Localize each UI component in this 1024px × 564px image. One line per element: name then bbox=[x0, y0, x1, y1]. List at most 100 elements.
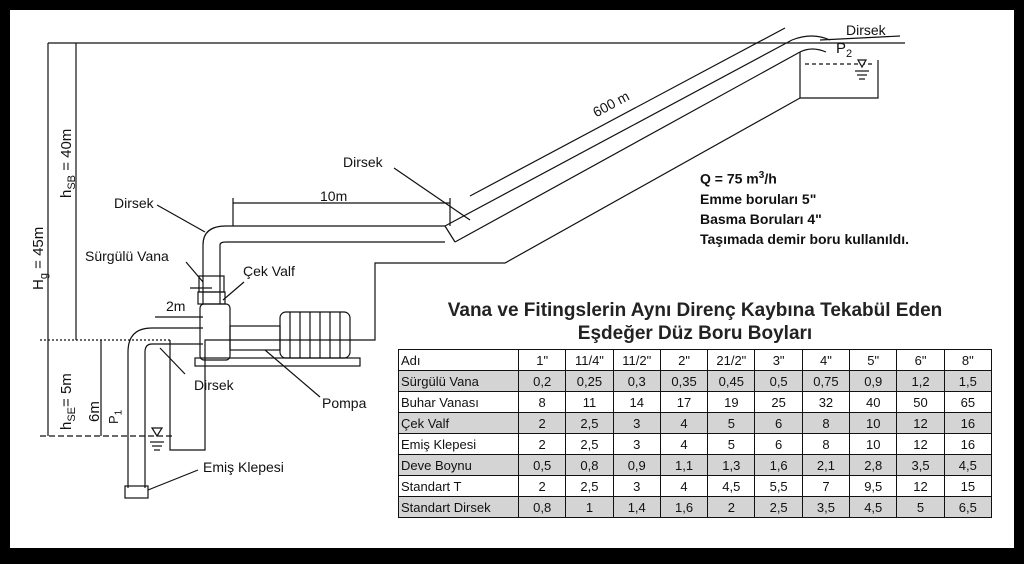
table-cell-name: Emiş Klepesi bbox=[398, 433, 519, 455]
pump-shaft bbox=[229, 325, 281, 351]
table-header-size: 11/2" bbox=[612, 349, 661, 371]
table-cell-value: 0,9 bbox=[612, 454, 661, 476]
table-cell-value: 3 bbox=[612, 412, 661, 434]
table-cell-value: 2,8 bbox=[849, 454, 898, 476]
pump-base bbox=[194, 357, 361, 367]
label-dirsek-left: Dirsek bbox=[114, 195, 154, 211]
label-p1: P1 bbox=[106, 409, 125, 424]
label-6m: 6m bbox=[86, 401, 103, 422]
upper-reservoir bbox=[799, 52, 879, 99]
table-cell-value: 1 bbox=[565, 496, 614, 518]
table-header-size: 4" bbox=[801, 349, 851, 371]
info-block: Q = 75 m3/h Emme boruları 5" Basma Borul… bbox=[700, 166, 909, 249]
table-cell-value: 17 bbox=[659, 391, 709, 413]
table-cell-value: 2 bbox=[517, 475, 567, 497]
table-cell-value: 2,1 bbox=[801, 454, 851, 476]
table-cell-value: 5,5 bbox=[754, 475, 803, 497]
info-basma: Basma Boruları 4" bbox=[700, 210, 822, 227]
table-cell-name: Çek Valf bbox=[398, 412, 519, 434]
table-header-name: Adı bbox=[398, 349, 519, 371]
table-header-size: 8" bbox=[943, 349, 993, 371]
table-cell-value: 9,5 bbox=[849, 475, 898, 497]
table-cell-value: 1,3 bbox=[707, 454, 756, 476]
table-cell-value: 0,25 bbox=[565, 370, 614, 392]
table-cell-value: 0,35 bbox=[659, 370, 709, 392]
label-hse: hSE= 5m bbox=[58, 373, 78, 430]
table-cell-value: 4,5 bbox=[707, 475, 756, 497]
table-cell-value: 1,2 bbox=[896, 370, 945, 392]
info-flow: Q = 75 m3/h bbox=[700, 170, 777, 187]
table-cell-name: Deve Boynu bbox=[398, 454, 519, 476]
slope-pipe-top bbox=[444, 39, 793, 227]
table-cell-name: Standart Dirsek bbox=[398, 496, 519, 518]
table-cell-value: 3 bbox=[612, 433, 661, 455]
table-cell-value: 5 bbox=[707, 412, 756, 434]
label-cek-valf: Çek Valf bbox=[243, 263, 295, 279]
table-cell-value: 1,6 bbox=[659, 496, 709, 518]
table-cell-value: 10 bbox=[849, 433, 898, 455]
table-cell-value: 3,5 bbox=[896, 454, 945, 476]
table-cell-value: 2 bbox=[707, 496, 756, 518]
table-cell-value: 2,5 bbox=[565, 433, 614, 455]
table-header-size: 6" bbox=[896, 349, 945, 371]
riser-elbow bbox=[202, 225, 445, 246]
table-header-size: 1" bbox=[517, 349, 567, 371]
table-header-size: 21/2" bbox=[707, 349, 756, 371]
table-cell-value: 14 bbox=[612, 391, 661, 413]
table-cell-value: 4 bbox=[659, 412, 709, 434]
table-cell-value: 40 bbox=[849, 391, 898, 413]
check-valve bbox=[197, 291, 226, 305]
label-dirsek-top: Dirsek bbox=[846, 22, 886, 38]
table-cell-value: 0,8 bbox=[517, 496, 567, 518]
table-cell-value: 7 bbox=[801, 475, 851, 497]
foot-valve bbox=[124, 485, 149, 499]
table-cell-value: 3 bbox=[612, 475, 661, 497]
table-cell-value: 6 bbox=[754, 433, 803, 455]
table-cell-value: 25 bbox=[754, 391, 803, 413]
label-p2: P2 bbox=[836, 40, 853, 60]
table-title-line1: Vana ve Fitingslerin Aynı Direnç Kaybına… bbox=[447, 300, 943, 321]
table-cell-value: 4 bbox=[659, 475, 709, 497]
lower-water-marker bbox=[150, 427, 164, 438]
table-cell-value: 1,4 bbox=[612, 496, 661, 518]
label-dirsek-mid: Dirsek bbox=[343, 154, 383, 170]
table-cell-value: 2 bbox=[517, 412, 567, 434]
table-cell-name: Sürgülü Vana bbox=[398, 370, 519, 392]
info-tasima: Taşımada demir boru kullanıldı. bbox=[700, 230, 910, 247]
table-header-size: 3" bbox=[754, 349, 803, 371]
table-cell-value: 50 bbox=[896, 391, 945, 413]
table-cell-value: 0,75 bbox=[801, 370, 851, 392]
table-cell-value: 0,2 bbox=[517, 370, 567, 392]
table-cell-value: 1,6 bbox=[754, 454, 803, 476]
suction-elbow bbox=[127, 327, 203, 353]
table-cell-value: 16 bbox=[943, 433, 993, 455]
table-cell-value: 11 bbox=[565, 391, 614, 413]
label-10m: 10m bbox=[320, 188, 348, 204]
table-cell-name: Buhar Vanası bbox=[398, 391, 519, 413]
table-cell-value: 12 bbox=[896, 433, 945, 455]
table-cell-value: 0,3 bbox=[612, 370, 661, 392]
table-cell-value: 5 bbox=[896, 496, 945, 518]
label-pompa: Pompa bbox=[322, 395, 367, 411]
label-2m: 2m bbox=[166, 298, 186, 314]
table-cell-value: 12 bbox=[896, 412, 945, 434]
table-cell-value: 2 bbox=[517, 433, 567, 455]
label-surgulu-vana: Sürgülü Vana bbox=[85, 248, 169, 264]
table-cell-value: 6 bbox=[754, 412, 803, 434]
table-cell-value: 2,5 bbox=[754, 496, 803, 518]
table-cell-value: 8 bbox=[517, 391, 567, 413]
table-cell-value: 0,8 bbox=[565, 454, 614, 476]
table-cell-value: 0,5 bbox=[754, 370, 803, 392]
table-cell-value: 32 bbox=[801, 391, 851, 413]
table-title-line2: Eşdeğer Düz Boru Boyları bbox=[577, 323, 813, 344]
label-emis-klepesi: Emiş Klepesi bbox=[203, 459, 284, 475]
slope-pipe-bottom bbox=[454, 51, 801, 243]
table-header-size: 11/4" bbox=[565, 349, 614, 371]
table-cell-value: 1,1 bbox=[659, 454, 709, 476]
